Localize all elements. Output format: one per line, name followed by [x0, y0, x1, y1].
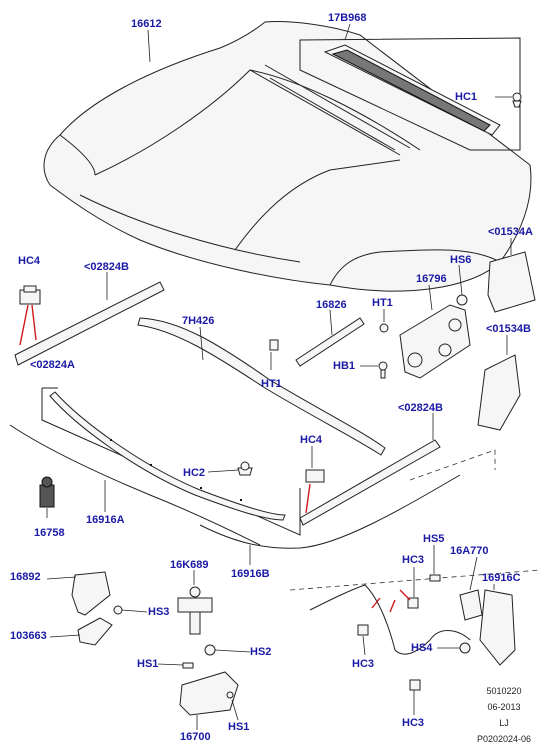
hs4-clip [459, 642, 471, 654]
label-hc2: HC2 [183, 467, 206, 479]
hc3-clips [357, 597, 421, 691]
label-16916c: 16916C [482, 572, 521, 584]
label-103663: 103663 [10, 630, 47, 642]
hs1-screw-bottom [226, 691, 234, 699]
release-cable [309, 584, 471, 655]
cable-16916b [199, 474, 461, 549]
label-17b968: 17B968 [328, 12, 367, 24]
hs2-nut [204, 644, 216, 656]
label-02824b-left: <02824B [84, 261, 129, 273]
label-hb1: HB1 [333, 360, 356, 372]
hs5-screw [429, 574, 441, 582]
label-hs2: HS2 [250, 646, 272, 658]
label-02824a: <02824A [30, 359, 75, 371]
label-16892: 16892 [10, 571, 41, 583]
label-01534b: <01534B [486, 323, 531, 335]
bracket-16892 [71, 571, 111, 616]
hinge-latch-16796 [399, 304, 471, 379]
footer-ref-number: 5010220 [486, 686, 522, 696]
hood-catch-16700 [179, 671, 239, 716]
hc2-clip [237, 461, 253, 476]
footer-initials: LJ [499, 718, 509, 728]
label-7h426: 7H426 [182, 315, 215, 327]
label-hs4: HS4 [411, 642, 433, 654]
bracket-16916c [479, 589, 516, 666]
label-ht1-bottom: HT1 [261, 378, 282, 390]
hood-panel [43, 21, 532, 292]
seal-02824b-left [14, 281, 165, 366]
label-hood-16612: 16612 [131, 18, 162, 30]
label-hc4-left: HC4 [18, 255, 41, 267]
hc1-clip [512, 92, 522, 108]
hood-strut-16826 [269, 317, 389, 367]
label-hs3: HS3 [148, 606, 170, 618]
handle-16a770 [459, 589, 483, 621]
label-hc3-top: HC3 [402, 554, 425, 566]
footer-drawing-code: P0202024-06 [476, 734, 532, 744]
label-16826: 16826 [316, 299, 347, 311]
label-hc3-left: HC3 [352, 658, 375, 670]
seal-02824b-right [299, 439, 441, 526]
hb1-bolt [378, 361, 388, 379]
part-103663 [77, 617, 113, 646]
hc4-clip-right [305, 469, 325, 483]
seal-7h426 [137, 317, 386, 456]
label-16758: 16758 [34, 527, 65, 539]
bumper-16758 [39, 476, 55, 508]
label-hc3-bottom: HC3 [402, 717, 425, 729]
label-16k689: 16K689 [170, 559, 209, 571]
label-16916b: 16916B [231, 568, 270, 580]
label-hc4-right: HC4 [300, 434, 323, 446]
leader-lines [46, 23, 512, 730]
label-16796: 16796 [416, 273, 447, 285]
striker-16k689 [177, 586, 213, 635]
label-16916a: 16916A [86, 514, 125, 526]
hc4-clip-left [19, 285, 41, 305]
hs1-screw-left [182, 662, 194, 669]
label-hs5: HS5 [423, 533, 445, 545]
label-hc1: HC1 [455, 91, 478, 103]
label-02824b-right: <02824B [398, 402, 443, 414]
hs3-screw [113, 605, 123, 615]
bracket-01534b [477, 354, 521, 431]
seal-02824a-group [41, 387, 301, 536]
hs6-screw [456, 294, 468, 306]
cowl-vent-grille [299, 37, 521, 151]
bracket-01534a [487, 251, 536, 313]
cable-16916a [9, 424, 261, 546]
footer-date: 06-2013 [487, 702, 521, 712]
label-16a770: 16A770 [450, 545, 489, 557]
label-ht1-top: HT1 [372, 297, 393, 309]
label-01534a: <01534A [488, 226, 533, 238]
label-hs6: HS6 [450, 254, 472, 266]
label-hs1-left: HS1 [137, 658, 159, 670]
label-16700: 16700 [180, 731, 211, 743]
label-hs1-bottom: HS1 [228, 721, 250, 733]
